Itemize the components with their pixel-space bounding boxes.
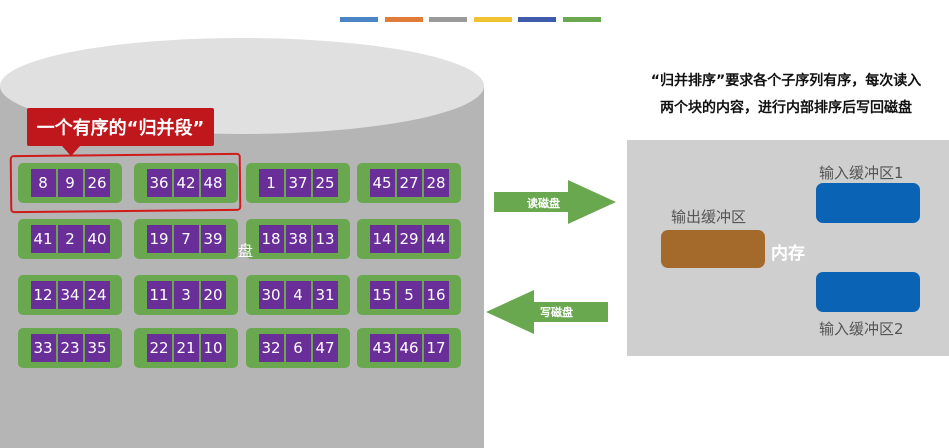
input-buffer-1	[816, 183, 920, 223]
record-cell: 4	[285, 281, 311, 309]
record-cell: 41	[30, 225, 56, 253]
record-cell: 8	[30, 169, 56, 197]
record-cell: 44	[423, 225, 449, 253]
input-buffer-1-label: 输入缓冲区1	[819, 164, 904, 182]
write-disk-label: 写磁盘	[540, 306, 573, 319]
record-cell: 35	[84, 334, 110, 362]
header-stripe	[562, 17, 601, 22]
description-line-1: “归并排序”要求各个子序列有序，每次读入	[650, 73, 922, 89]
read-disk-arrow-shape	[494, 180, 616, 224]
callout-pointer	[62, 146, 80, 156]
record-cell: 36	[146, 169, 172, 197]
write-disk-arrow	[486, 290, 608, 334]
record-cell: 21	[173, 334, 199, 362]
header-stripe	[384, 17, 423, 22]
record-cell: 24	[84, 281, 110, 309]
record-cell: 3	[173, 281, 199, 309]
write-disk-arrow-shape	[486, 290, 608, 334]
record-cell: 7	[173, 225, 199, 253]
record-cell: 23	[57, 334, 83, 362]
record-cell: 33	[30, 334, 56, 362]
record-cell: 14	[369, 225, 395, 253]
input-buffer-2-label: 输入缓冲区2	[819, 320, 904, 338]
record-cell: 11	[146, 281, 172, 309]
record-cell: 27	[396, 169, 422, 197]
record-cell: 31	[312, 281, 338, 309]
record-cell: 15	[369, 281, 395, 309]
record-cell: 25	[312, 169, 338, 197]
record-cell: 30	[258, 281, 284, 309]
record-cell: 39	[200, 225, 226, 253]
record-cell: 17	[423, 334, 449, 362]
record-cell: 2	[57, 225, 83, 253]
record-cell: 34	[57, 281, 83, 309]
read-disk-label: 读磁盘	[527, 197, 560, 210]
merge-segment-callout: 一个有序的“归并段”	[27, 108, 214, 146]
record-cell: 28	[423, 169, 449, 197]
read-disk-arrow	[494, 180, 616, 224]
memory-label: 内存	[771, 244, 805, 264]
merge-segment-highlight	[9, 152, 242, 214]
record-cell: 48	[200, 169, 226, 197]
record-cell: 18	[258, 225, 284, 253]
record-cell: 43	[369, 334, 395, 362]
record-cell: 20	[200, 281, 226, 309]
description-line-2: 两个块的内容，进行内部排序后写回磁盘	[660, 100, 912, 116]
record-cell: 37	[285, 169, 311, 197]
record-cell: 38	[285, 225, 311, 253]
record-cell: 19	[146, 225, 172, 253]
record-cell: 22	[146, 334, 172, 362]
record-cell: 26	[84, 169, 110, 197]
record-cell: 6	[285, 334, 311, 362]
record-cell: 5	[396, 281, 422, 309]
record-cell: 29	[396, 225, 422, 253]
output-buffer-label: 输出缓冲区	[671, 208, 747, 226]
header-stripe	[340, 17, 378, 22]
record-cell: 42	[173, 169, 199, 197]
output-buffer	[661, 230, 765, 268]
header-stripe	[429, 17, 467, 22]
record-cell: 1	[258, 169, 284, 197]
record-cell: 47	[312, 334, 338, 362]
record-cell: 12	[30, 281, 56, 309]
record-cell: 32	[258, 334, 284, 362]
header-stripe	[473, 17, 512, 22]
record-cell: 16	[423, 281, 449, 309]
record-cell: 45	[369, 169, 395, 197]
record-cell: 9	[57, 169, 83, 197]
record-cell: 46	[396, 334, 422, 362]
disk-label-fragment: 盘	[238, 242, 254, 260]
header-stripe	[518, 17, 556, 22]
record-cell: 10	[200, 334, 226, 362]
disk-body	[0, 86, 484, 448]
record-cell: 13	[312, 225, 338, 253]
input-buffer-2	[816, 272, 920, 312]
record-cell: 40	[84, 225, 110, 253]
